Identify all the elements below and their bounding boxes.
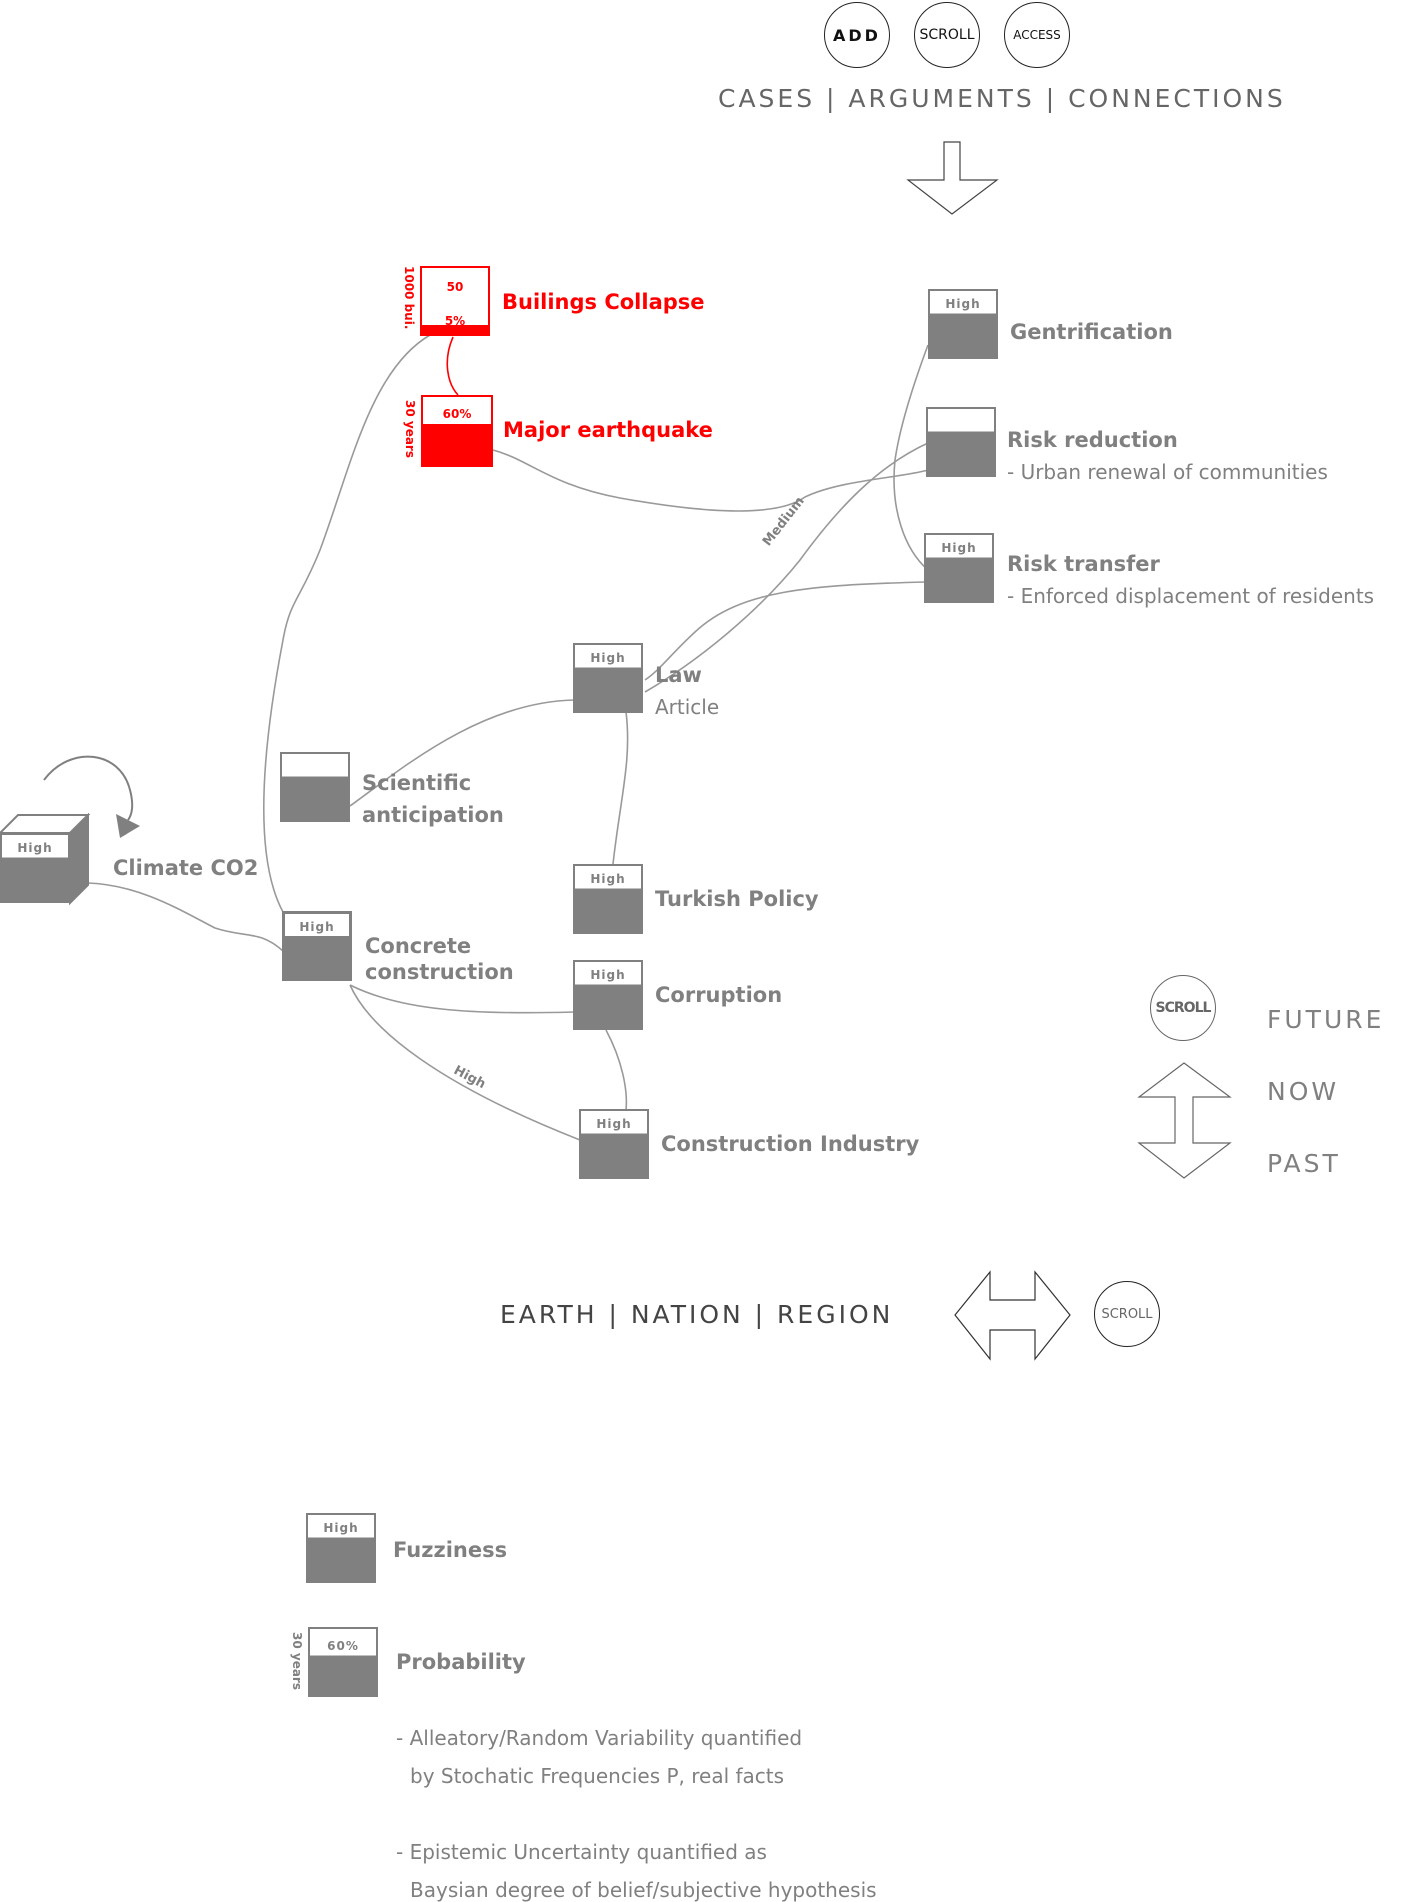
scroll-button-label: SCROLL — [919, 27, 975, 43]
fuzziness-level: Medium — [287, 782, 343, 795]
node-corruption-label: Corruption — [655, 983, 783, 1007]
node-scientific-label-2: anticipation — [362, 803, 504, 827]
node-concrete-label-2: construction — [365, 960, 514, 984]
edge-law-turkish — [612, 711, 629, 865]
node-buildings-top: 50 — [446, 280, 464, 294]
node-construction-industry-label: Construction Industry — [661, 1132, 920, 1156]
node-law-label: Law — [655, 663, 702, 687]
node-scientific-label-1: Scientific — [362, 771, 472, 795]
legend-probability-box: 60% — [308, 1627, 378, 1697]
node-risk-reduction-label: Risk reduction — [1007, 428, 1178, 452]
legend-fuzziness-box: High — [306, 1513, 376, 1583]
node-gentrification[interactable]: High — [928, 289, 998, 359]
edge-earthquake-riskreduction — [492, 449, 929, 512]
fuzziness-level: High — [941, 541, 977, 555]
legend-probability-top: 60% — [327, 1639, 359, 1653]
time-future[interactable]: FUTURE — [1267, 1005, 1385, 1034]
legend-fuzziness-label: Fuzziness — [393, 1538, 508, 1562]
edge-collapse-concrete — [263, 334, 431, 913]
page-title: CASES | ARGUMENTS | CONNECTIONS — [718, 84, 1286, 113]
time-now[interactable]: NOW — [1267, 1077, 1340, 1106]
node-law-sub: Article — [655, 695, 720, 719]
legend-line-4: Baysian degree of belief/subjective hypo… — [410, 1878, 877, 1902]
edge-climate-concrete — [87, 882, 284, 952]
legend-fuzziness-level: High — [323, 1521, 359, 1535]
node-turkish-policy-label: Turkish Policy — [655, 887, 819, 911]
climate-box-side — [69, 812, 89, 906]
node-concrete[interactable]: High — [282, 911, 352, 981]
edge-corruption-industry — [605, 1029, 628, 1111]
legend-line-1: - Alleatory/Random Variability quantifie… — [396, 1726, 803, 1750]
fuzziness-level: High — [17, 841, 53, 855]
node-construction-industry[interactable]: High — [579, 1109, 649, 1179]
fuzziness-level: High — [945, 297, 981, 311]
time-arrow-icon — [1137, 1062, 1232, 1179]
space-axis-title: EARTH | NATION | REGION — [500, 1300, 894, 1329]
loop-arrow — [43, 755, 134, 821]
add-button-label: ADD — [833, 25, 881, 45]
fuzziness-level: Medium — [933, 434, 989, 447]
node-corruption[interactable]: High — [573, 960, 643, 1030]
node-concrete-label-1: Concrete — [365, 934, 472, 958]
scroll-time-label: SCROLL — [1155, 1000, 1212, 1016]
node-buildings-label: Builings Collapse — [502, 290, 705, 314]
node-climate-label: Climate CO2 — [113, 856, 259, 880]
edge-gentrification-risktransfer — [893, 344, 929, 571]
edge-riskreduction-law — [644, 442, 929, 693]
node-earthquake-side: 30 years — [403, 400, 417, 458]
node-earthquake-top: 60% — [442, 407, 472, 421]
node-buildings-bottom: 5% — [444, 314, 466, 328]
scroll-button-time[interactable]: SCROLL — [1150, 975, 1216, 1041]
fuzziness-level: High — [590, 872, 626, 886]
node-risk-transfer[interactable]: High — [924, 533, 994, 603]
legend-probability-label: Probability — [396, 1650, 526, 1674]
edge-risktransfer-law — [644, 581, 926, 681]
edge-concrete-corruption — [349, 984, 575, 1014]
scroll-button-top[interactable]: SCROLL — [914, 2, 980, 68]
access-button[interactable]: ACCESS — [1004, 2, 1070, 68]
legend-line-3: - Epistemic Uncertainty quantified as — [396, 1840, 767, 1864]
node-risk-transfer-sub: - Enforced displacement of residents — [1007, 584, 1375, 608]
time-past[interactable]: PAST — [1267, 1149, 1341, 1178]
edge-concrete-industry — [349, 984, 581, 1141]
node-risk-reduction[interactable]: Medium — [926, 407, 996, 477]
node-law[interactable]: High — [573, 643, 643, 713]
legend-probability-side: 30 years — [290, 1632, 304, 1690]
node-climate[interactable]: High — [0, 833, 70, 903]
scroll-space-label: SCROLL — [1101, 1306, 1153, 1322]
scroll-button-space[interactable]: SCROLL — [1094, 1281, 1160, 1347]
space-arrow-icon — [954, 1270, 1071, 1361]
node-earthquake-label: Major earthquake — [503, 418, 713, 442]
add-button[interactable]: ADD — [824, 2, 890, 68]
node-risk-reduction-sub: - Urban renewal of communities — [1007, 460, 1328, 484]
fuzziness-level: High — [596, 1117, 632, 1131]
loop-arrowhead — [116, 814, 140, 838]
fuzziness-level: High — [590, 968, 626, 982]
legend-line-2: by Stochatic Frequencies P, real facts — [410, 1764, 785, 1788]
node-turkish-policy[interactable]: High — [573, 864, 643, 934]
node-scientific[interactable]: Medium — [280, 752, 350, 822]
node-risk-transfer-label: Risk transfer — [1007, 552, 1160, 576]
edge-law-scientific — [349, 699, 575, 807]
fuzziness-level: High — [299, 920, 335, 934]
edge-collapse-earthquake — [446, 336, 459, 396]
node-major-earthquake[interactable]: 60% — [421, 395, 493, 467]
fuzziness-level: High — [590, 651, 626, 665]
down-arrow-icon — [906, 141, 999, 215]
node-buildings-side: 1000 bui. — [402, 266, 416, 330]
node-gentrification-label: Gentrification — [1010, 320, 1173, 344]
access-button-label: ACCESS — [1013, 28, 1061, 42]
node-buildings-collapse[interactable]: 50 5% — [420, 266, 490, 336]
